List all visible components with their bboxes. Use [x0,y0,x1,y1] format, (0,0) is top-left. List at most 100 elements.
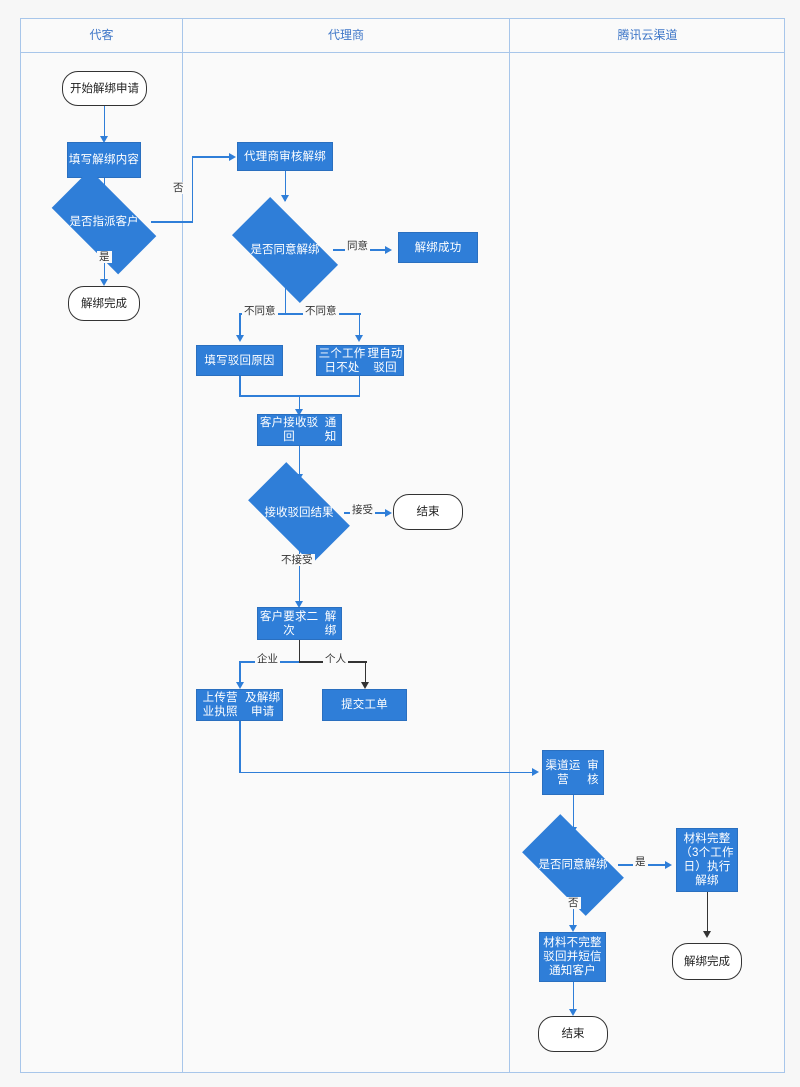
node-assign-customer[interactable]: 是否指派客户 [51,169,157,275]
node-material-complete-l4: 解绑 [695,875,719,887]
edge-upload-to-channel-h [239,771,535,774]
edge-assign-yes [103,249,106,283]
node-receive-reject-result-label: 接收驳回结果 [264,507,334,519]
edge-reject-merge-right-v [358,376,361,396]
edge-label-agree: 同意 [345,240,370,252]
edge-label-no-review: 否 [566,897,581,909]
node-channel-ops-review[interactable]: 渠道运营 审核 [542,750,604,795]
node-upload-license-l1: 上传营业执照 [202,692,238,718]
edge-label-individual: 个人 [323,653,348,665]
edge-incomplete-to-end [572,982,575,1014]
arrow-agree-no-right [355,335,363,342]
edge-agree-no-stem [284,277,287,314]
edge-label-disagree-right: 不同意 [303,305,339,317]
edge-start-to-fill [103,106,106,138]
arrow-incomplete-to-end [569,1009,577,1016]
arrow-review-yes [665,860,672,869]
node-material-incomplete-l2: 驳回并短信 [543,951,602,963]
lane-divider-1 [182,19,183,1072]
arrow-assign-no [229,153,236,161]
node-material-incomplete-l3: 通知客户 [549,965,596,977]
edge-label-no-assign: 否 [171,182,186,194]
node-channel-ops-review-l2: 审核 [587,759,599,786]
node-start-apply[interactable]: 开始解绑申请 [62,71,147,106]
arrow-agree-no-left [235,335,244,342]
node-material-complete-l3: 日）执行 [683,861,731,873]
node-fill-unbind-l2: 容 [127,154,140,166]
edge-receive-to-result [298,446,301,480]
edge-channel-to-agree2 [572,795,575,833]
node-agent-review[interactable]: 代理商审核解绑 [237,142,333,171]
edge-label-enterprise: 企业 [255,653,280,665]
node-material-incomplete-l1: 材料不完整 [543,937,602,949]
node-material-complete[interactable]: 材料完整 （3个工作 日）执行 解绑 [676,828,738,892]
node-customer-receive-reject[interactable]: 客户接收驳回 通知 [257,414,342,446]
node-assign-customer-label: 是否指派客户 [69,216,139,228]
edge-label-disagree-left: 不同意 [242,305,278,317]
node-unbind-done-1[interactable]: 解绑完成 [68,286,140,321]
arrow-assign-yes [100,279,108,286]
node-receive-reject-result[interactable]: 接收驳回结果 [248,462,350,564]
lane-title-tencent: 腾讯云渠道 [617,28,678,42]
edge-label-yes-assign: 是 [97,251,112,263]
arrow-agree-yes [385,245,392,254]
arrow-review-to-agree [281,195,289,202]
edge-second-stem [298,640,301,662]
node-fill-unbind[interactable]: 填写解绑内 容 [67,142,141,178]
node-customer-receive-reject-l2: 通知 [324,417,337,443]
arrow-reject-merge [295,409,303,416]
edge-review-to-agree [284,171,287,201]
node-material-complete-l1: 材料完整 [683,833,731,845]
arrow-not-accept [295,601,303,608]
node-end-1[interactable]: 结束 [393,494,463,530]
arrow-upload-to-channel [532,768,539,776]
edge-review-no [572,892,575,929]
node-unbind-done-2[interactable]: 解绑完成 [672,943,742,980]
node-customer-receive-reject-l1: 客户接收驳回 [259,417,319,443]
edge-material-to-done [706,892,709,936]
node-auto-reject[interactable]: 三个工作日不处 理自动驳回 [316,345,404,376]
node-upload-license[interactable]: 上传营业执照 及解绑申请 [196,689,283,721]
edge-assign-no-h1 [151,221,193,223]
node-fill-reject-reason[interactable]: 填写驳回原因 [196,345,283,376]
node-auto-reject-l2: 理自动驳回 [367,347,403,374]
edge-upload-to-channel-v [239,721,241,773]
node-customer-second-unbind-l2: 解绑 [324,610,337,637]
arrow-start-to-fill [100,136,108,143]
node-submit-ticket[interactable]: 提交工单 [322,689,407,721]
edge-not-accept [298,540,301,606]
edge-individual-v [364,661,367,687]
swimlane-container: 代客 代理商 腾讯云渠道 [20,18,785,1073]
edge-label-yes-review: 是 [633,856,648,868]
arrow-individual [361,682,369,689]
edge-assign-no-h2 [191,156,234,158]
node-customer-second-unbind[interactable]: 客户要求二次 解绑 [257,607,342,640]
node-upload-license-l2: 及解绑申请 [245,692,281,718]
node-end-2[interactable]: 结束 [538,1016,608,1052]
node-agree-unbind-2-label: 是否同意解绑 [538,859,608,871]
node-customer-second-unbind-l1: 客户要求二次 [259,610,319,637]
arrow-enterprise [235,682,244,689]
node-material-incomplete[interactable]: 材料不完整 驳回并短信 通知客户 [539,932,606,982]
node-auto-reject-l1: 三个工作日不处 [318,347,366,374]
edge-reject-merge-left-v [239,376,241,396]
node-unbind-success[interactable]: 解绑成功 [398,232,478,263]
node-agree-unbind-2[interactable]: 是否同意解绑 [522,814,624,916]
edge-agree-no-left-v [239,313,241,340]
lane-header-rule [21,52,784,53]
edge-reject-merge-stem [298,395,301,414]
node-agree-unbind-label: 是否同意解绑 [250,244,320,256]
node-channel-ops-review-l1: 渠道运营 [545,759,581,786]
lane-divider-2 [509,19,510,1072]
edge-label-not-accept: 不接受 [279,554,315,566]
arrow-material-to-done [703,931,711,938]
arrow-accept [385,508,392,517]
lane-title-customer: 代客 [89,28,114,42]
edge-label-accept: 接受 [350,504,375,516]
edge-enterprise-v [239,661,241,687]
node-material-complete-l2: （3个工作 [680,847,734,859]
lane-title-agent: 代理商 [327,28,364,42]
edge-assign-no-v [191,156,194,222]
node-agree-unbind[interactable]: 是否同意解绑 [231,196,339,304]
